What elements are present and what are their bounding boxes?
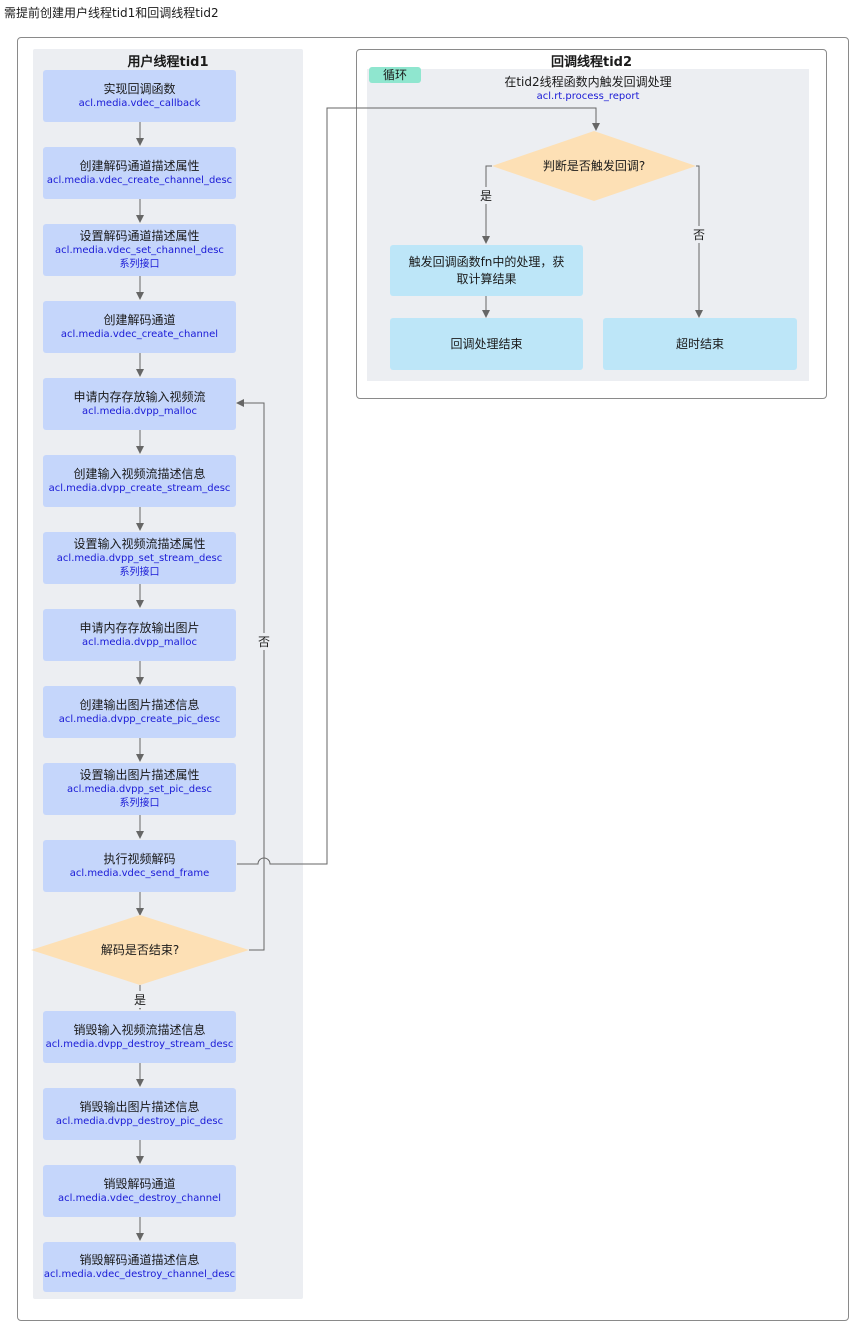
step-api: acl.media.vdec_create_channel: [60, 328, 219, 340]
step-create-channel: 创建解码通道 acl.media.vdec_create_channel: [43, 301, 236, 353]
step-api: acl.media.dvpp_malloc: [82, 405, 197, 417]
step-api: acl.media.dvpp_create_stream_desc: [48, 482, 231, 494]
step-create-pic-desc: 创建输出图片描述信息 acl.media.dvpp_create_pic_des…: [43, 686, 236, 738]
user-thread-title: 用户线程tid1: [127, 55, 209, 70]
callback-decision-shape: [492, 131, 696, 201]
decode-end-decision-label: 解码是否结束?: [100, 943, 180, 957]
step-destroy-pic-desc: 销毁输出图片描述信息 acl.media.dvpp_destroy_pic_de…: [43, 1088, 236, 1140]
step-api: acl.media.dvpp_destroy_stream_desc: [45, 1038, 234, 1050]
callback-end-box: 回调处理结束: [390, 318, 583, 370]
step-set-stream-desc: 设置输入视频流描述属性 acl.media.dvpp_set_stream_de…: [43, 532, 236, 584]
step-note: 系列接口: [119, 258, 160, 270]
step-note: 系列接口: [119, 797, 160, 809]
step-title: 设置输入视频流描述属性: [73, 536, 206, 551]
step-destroy-stream-desc: 销毁输入视频流描述信息 acl.media.dvpp_destroy_strea…: [43, 1011, 236, 1063]
outer-frame: [17, 37, 849, 1321]
step-destroy-channel: 销毁解码通道 acl.media.vdec_destroy_channel: [43, 1165, 236, 1217]
step-api: acl.media.dvpp_destroy_pic_desc: [55, 1115, 224, 1127]
diagram-caption: 需提前创建用户线程tid1和回调线程tid2: [4, 6, 219, 20]
step-title: 设置输出图片描述属性: [79, 767, 200, 782]
step-title: 执行视频解码: [103, 851, 176, 866]
step-malloc-input-stream: 申请内存存放输入视频流 acl.media.dvpp_malloc: [43, 378, 236, 430]
trigger-callback-label: 触发回调函数fn中的处理，获取计算结果: [408, 254, 565, 286]
step-set-channel-desc: 设置解码通道描述属性 acl.media.vdec_set_channel_de…: [43, 224, 236, 276]
callback-no-label: 否: [690, 226, 708, 243]
loop-badge: 循环: [369, 67, 421, 83]
arrow-cb-no: [695, 165, 703, 318]
step-malloc-output-pic: 申请内存存放输出图片 acl.media.dvpp_malloc: [43, 609, 236, 661]
step-title: 创建输出图片描述信息: [79, 697, 200, 712]
trigger-callback-box: 触发回调函数fn中的处理，获取计算结果: [390, 245, 583, 296]
step-api: acl.media.vdec_create_channel_desc: [46, 174, 233, 186]
callback-end-label: 回调处理结束: [450, 336, 523, 351]
step-title: 创建输入视频流描述信息: [73, 466, 206, 481]
step-title: 销毁输入视频流描述信息: [73, 1022, 206, 1037]
step-api: acl.media.dvpp_set_pic_desc: [67, 783, 212, 795]
step-api: acl.media.dvpp_malloc: [82, 636, 197, 648]
callback-decision-label: 判断是否触发回调?: [542, 159, 646, 173]
step-set-pic-desc: 设置输出图片描述属性 acl.media.dvpp_set_pic_desc 系…: [43, 763, 236, 815]
loop-title: 在tid2线程函数内触发回调处理: [504, 75, 672, 89]
step-api: acl.media.vdec_callback: [78, 97, 201, 109]
step-title: 创建解码通道描述属性: [79, 158, 200, 173]
step-create-stream-desc: 创建输入视频流描述信息 acl.media.dvpp_create_stream…: [43, 455, 236, 507]
decision-yes-label: 是: [130, 991, 150, 1008]
step-title: 实现回调函数: [103, 81, 176, 96]
step-create-channel-desc: 创建解码通道描述属性 acl.media.vdec_create_channel…: [43, 147, 236, 199]
arrow-to-callback-thread: [237, 107, 600, 865]
step-title: 申请内存存放输入视频流: [73, 389, 206, 404]
step-title: 销毁解码通道描述信息: [79, 1252, 200, 1267]
step-destroy-channel-desc: 销毁解码通道描述信息 acl.media.vdec_destroy_channe…: [43, 1242, 236, 1292]
step-note: 系列接口: [119, 566, 160, 578]
step-title: 申请内存存放输出图片: [79, 620, 200, 635]
step-api: acl.media.vdec_send_frame: [69, 867, 210, 879]
step-api: acl.media.vdec_set_channel_desc: [55, 244, 224, 256]
step-api: acl.media.dvpp_set_stream_desc: [56, 552, 223, 564]
decision-no-label: 否: [255, 633, 273, 650]
callback-thread-title: 回调线程tid2: [550, 55, 633, 70]
step-title: 销毁输出图片描述信息: [79, 1099, 200, 1114]
arrow-cb-yes: [482, 165, 492, 244]
decode-end-decision-shape: [31, 915, 249, 985]
step-api: acl.media.vdec_destroy_channel_desc: [43, 1268, 236, 1280]
loop-api: acl.rt.process_report: [536, 91, 640, 102]
timeout-end-label: 超时结束: [675, 336, 724, 351]
step-send-frame: 执行视频解码 acl.media.vdec_send_frame: [43, 840, 236, 892]
arrow-decision-no-loop: [236, 399, 265, 951]
step-title: 销毁解码通道: [103, 1176, 176, 1191]
callback-yes-label: 是: [476, 187, 496, 204]
step-api: acl.media.vdec_destroy_channel: [58, 1192, 221, 1204]
step-implement-callback: 实现回调函数 acl.media.vdec_callback: [43, 70, 236, 122]
step-title: 设置解码通道描述属性: [79, 228, 200, 243]
step-title: 创建解码通道: [103, 312, 176, 327]
step-api: acl.media.dvpp_create_pic_desc: [58, 713, 221, 725]
timeout-end-box: 超时结束: [603, 318, 797, 370]
